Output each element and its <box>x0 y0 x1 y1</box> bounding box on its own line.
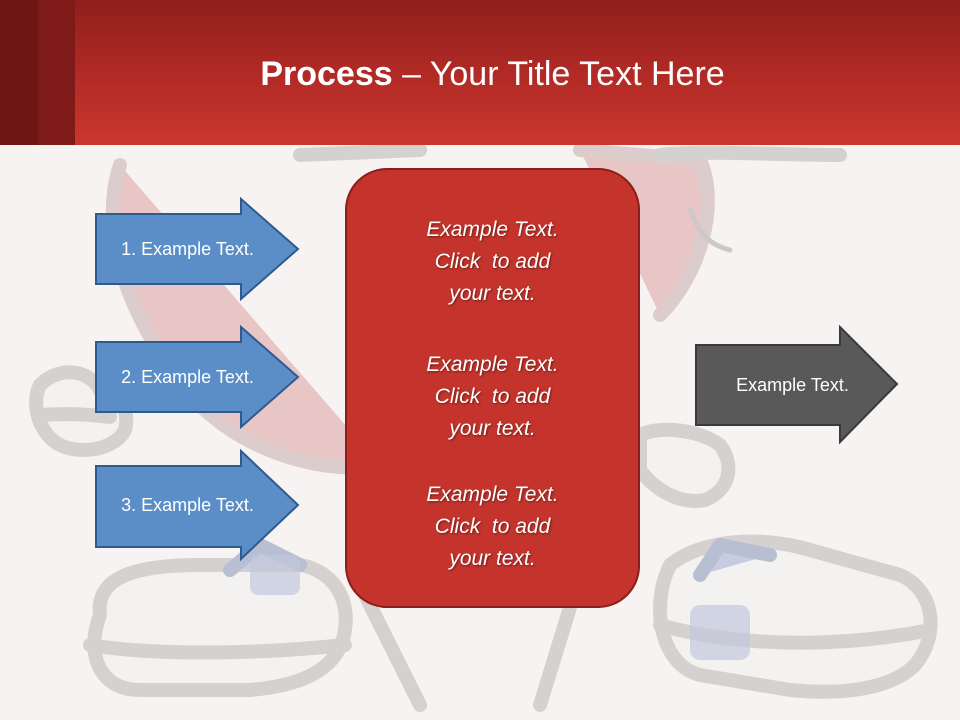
title-regular-part: – Your Title Text Here <box>392 55 725 93</box>
process-arrow-1[interactable]: 1. Example Text. <box>95 196 300 302</box>
center-text-line: Click to add <box>434 515 551 538</box>
arrow-label: 3. Example Text. <box>121 494 254 515</box>
arrow-label: Example Text. <box>736 374 849 395</box>
title-bold-part: Process <box>260 55 393 93</box>
center-text-line: Click to add <box>434 385 551 408</box>
header-accent-stripe <box>0 0 38 145</box>
center-text-line: Example Text. <box>426 218 559 241</box>
center-text-line: your text. <box>449 417 536 440</box>
watermark-illustration <box>29 145 938 712</box>
header-accent-stripe <box>38 0 75 145</box>
arrow-shape <box>95 448 300 562</box>
process-arrow-3[interactable]: 3. Example Text. <box>95 448 300 562</box>
slide-title[interactable]: Process – Your Title Text Here <box>0 52 960 96</box>
arrow-shape <box>695 324 899 445</box>
center-text-block-3[interactable]: Example Text. Click to add your text. <box>347 479 638 575</box>
process-arrow-2[interactable]: 2. Example Text. <box>95 324 300 430</box>
arrow-shape <box>95 324 300 430</box>
arrow-shape <box>95 196 300 302</box>
result-arrow[interactable]: Example Text. <box>695 324 900 445</box>
center-text-block-1[interactable]: Example Text. Click to add your text. <box>347 214 638 310</box>
center-text-line: Example Text. <box>426 483 559 506</box>
center-text-block-2[interactable]: Example Text. Click to add your text. <box>347 349 638 445</box>
center-text-line: Example Text. <box>426 353 559 376</box>
center-text-line: your text. <box>449 282 536 305</box>
title-bar: Process – Your Title Text Here <box>0 0 960 145</box>
arrow-label: 1. Example Text. <box>121 238 254 259</box>
arrow-label: 2. Example Text. <box>121 366 254 387</box>
center-content-box[interactable]: Example Text. Click to add your text. Ex… <box>345 168 640 608</box>
center-text-line: Click to add <box>434 250 551 273</box>
center-text-line: your text. <box>449 547 536 570</box>
